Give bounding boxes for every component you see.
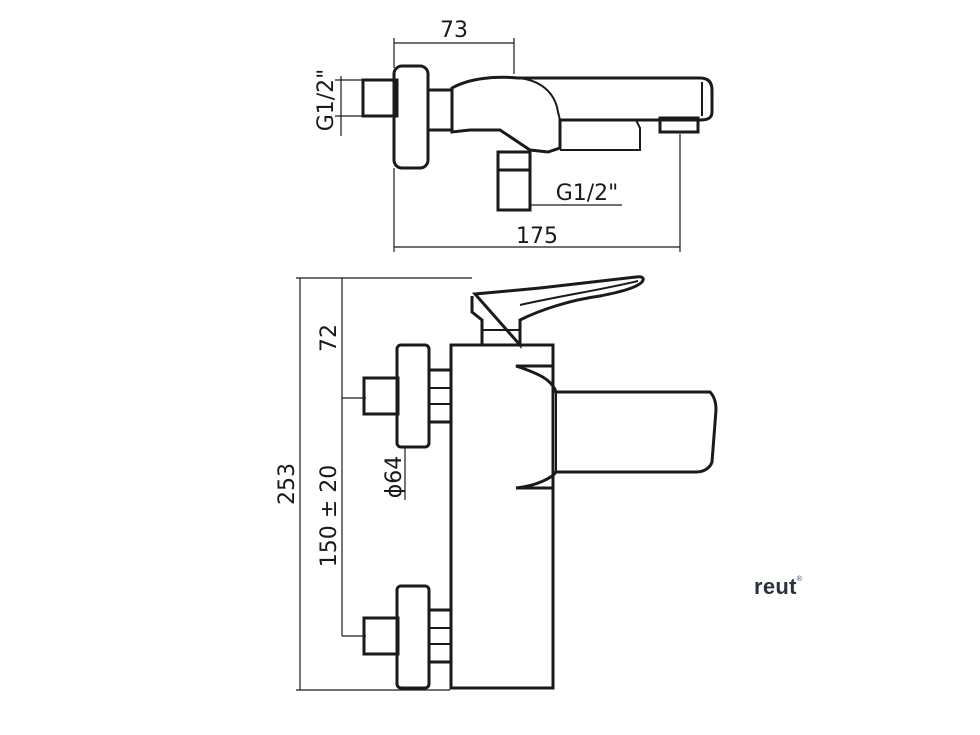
inlet-left-label: G1/2" <box>314 69 339 132</box>
top-body <box>450 75 714 154</box>
top-body-line <box>517 77 561 121</box>
dimension-inlet-left: G1/2" <box>314 69 365 136</box>
lower-flange <box>395 584 431 690</box>
dimension-150: 150 ± 20 <box>317 398 366 637</box>
top-view: 73 G1/2" G1/2" <box>314 18 714 252</box>
front-view: 253 72 150 ± 20 ϕ64 <box>275 275 718 691</box>
dim-175-label: 175 <box>516 224 558 249</box>
inlet-pipe-bottom <box>496 150 532 172</box>
lever-handle <box>470 275 645 349</box>
dim-150-label: 150 ± 20 <box>317 465 342 567</box>
top-spout-detail <box>560 119 641 151</box>
brand-logo: reut® <box>754 574 802 600</box>
dim-253-label: 253 <box>275 463 300 505</box>
brand-name: reut <box>754 574 797 599</box>
dimension-175: 175 <box>393 134 681 252</box>
spout <box>515 364 718 490</box>
dim-73-label: 73 <box>440 18 468 43</box>
top-flange <box>392 64 430 170</box>
mixer-body <box>449 343 555 690</box>
inlet-bottom-label: G1/2" <box>556 181 619 206</box>
inlet-pipe-left <box>361 78 399 118</box>
upper-nut <box>427 368 453 424</box>
lower-nut <box>427 608 453 664</box>
inlet-pipe-bottom-2 <box>496 168 532 212</box>
upper-flange <box>395 343 431 449</box>
top-nut <box>426 88 454 132</box>
dim-72-label: 72 <box>317 324 342 352</box>
dimension-64: ϕ64 <box>382 448 407 500</box>
lower-inlet-pipe <box>362 616 400 656</box>
dimension-73: 73 <box>393 18 515 74</box>
dim-64-label: ϕ64 <box>382 456 407 499</box>
dimension-253: 253 <box>275 277 472 691</box>
upper-inlet-pipe <box>362 376 400 416</box>
dimension-inlet-bottom: G1/2" <box>530 181 622 206</box>
dimension-72: 72 <box>317 278 366 399</box>
lever-detail <box>519 280 639 306</box>
top-outlet <box>658 116 700 134</box>
brand-mark: ® <box>796 576 803 583</box>
